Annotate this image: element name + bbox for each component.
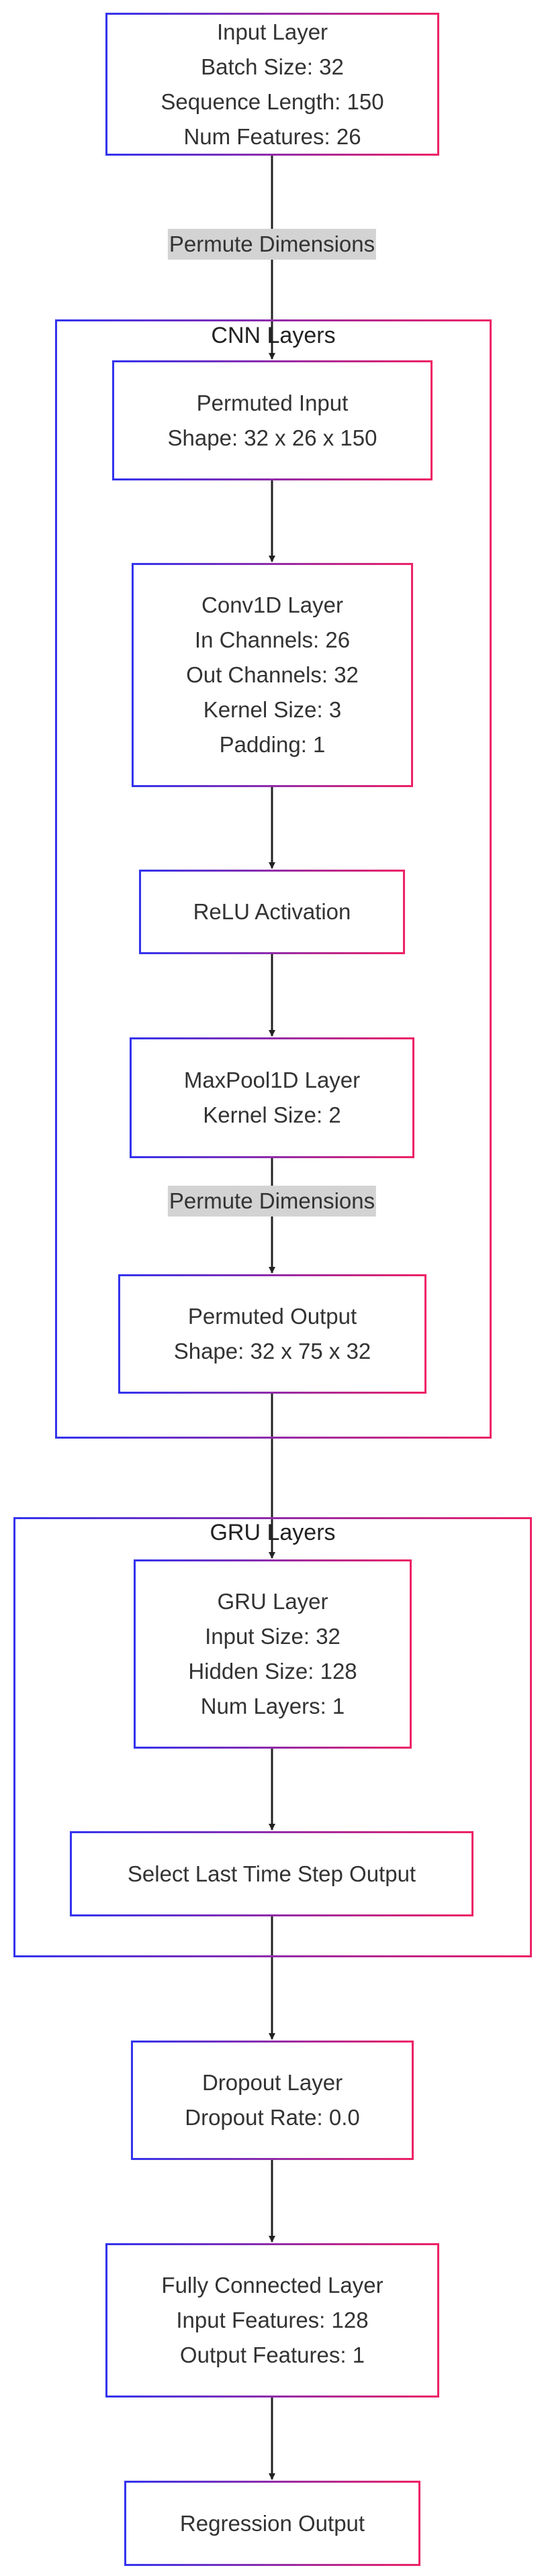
node-text-line: Num Layers: 1: [200, 1694, 345, 1718]
node-text-line: Select Last Time Step Output: [127, 1861, 416, 1886]
node-text-line: Shape: 32 x 75 x 32: [173, 1339, 371, 1363]
node-text-line: Sequence Length: 150: [161, 89, 384, 114]
node-text-line: ReLU Activation: [193, 899, 351, 924]
node-text-line: Permuted Input: [196, 390, 349, 415]
node-text-line: Batch Size: 32: [201, 54, 344, 79]
node-text-line: Kernel Size: 3: [203, 697, 342, 722]
node-text-line: Input Size: 32: [205, 1624, 341, 1649]
relu-node: ReLU Activation: [139, 870, 405, 954]
conv1d-node: Conv1D Layer In Channels: 26 Out Channels:…: [132, 563, 413, 787]
node-text-line: Hidden Size: 128: [188, 1659, 357, 1684]
node-text-line: Output Features: 1: [179, 2342, 365, 2367]
node-text-line: GRU Layer: [217, 1589, 328, 1614]
node-text-line: Dropout Layer: [201, 2070, 343, 2095]
node-text-line: Dropout Rate: 0.0: [185, 2105, 360, 2130]
node-text-line: Fully Connected Layer: [161, 2273, 383, 2298]
node-text-line: Input Layer: [216, 19, 328, 44]
gru-layers-title: GRU Layers: [210, 1520, 336, 1545]
cnn-layers-title: CNN Layers: [211, 323, 336, 348]
node-text-line: Shape: 32 x 26 x 150: [167, 425, 377, 450]
node-text-line: Conv1D Layer: [201, 593, 343, 617]
select-last-node: Select Last Time Step Output: [70, 1831, 473, 1916]
regression-node: Regression Output: [124, 2481, 420, 2566]
node-text-line: Kernel Size: 2: [203, 1102, 341, 1127]
node-text-line: Padding: 1: [219, 732, 326, 757]
node-text-line: Permuted Output: [187, 1304, 357, 1329]
node-text-line: Num Features: 26: [183, 123, 361, 149]
edge-label-permute-dimensions: Permute Dimensions: [167, 229, 377, 260]
edge-label-permute-dimensions: Permute Dimensions: [167, 1186, 377, 1217]
node-text-line: Out Channels: 32: [186, 662, 359, 687]
node-text-line: Input Features: 128: [176, 2308, 369, 2332]
node-text-line: In Channels: 26: [194, 627, 351, 652]
node-text-line: Regression Output: [179, 2510, 365, 2536]
node-text-line: MaxPool1D Layer: [183, 1068, 361, 1092]
